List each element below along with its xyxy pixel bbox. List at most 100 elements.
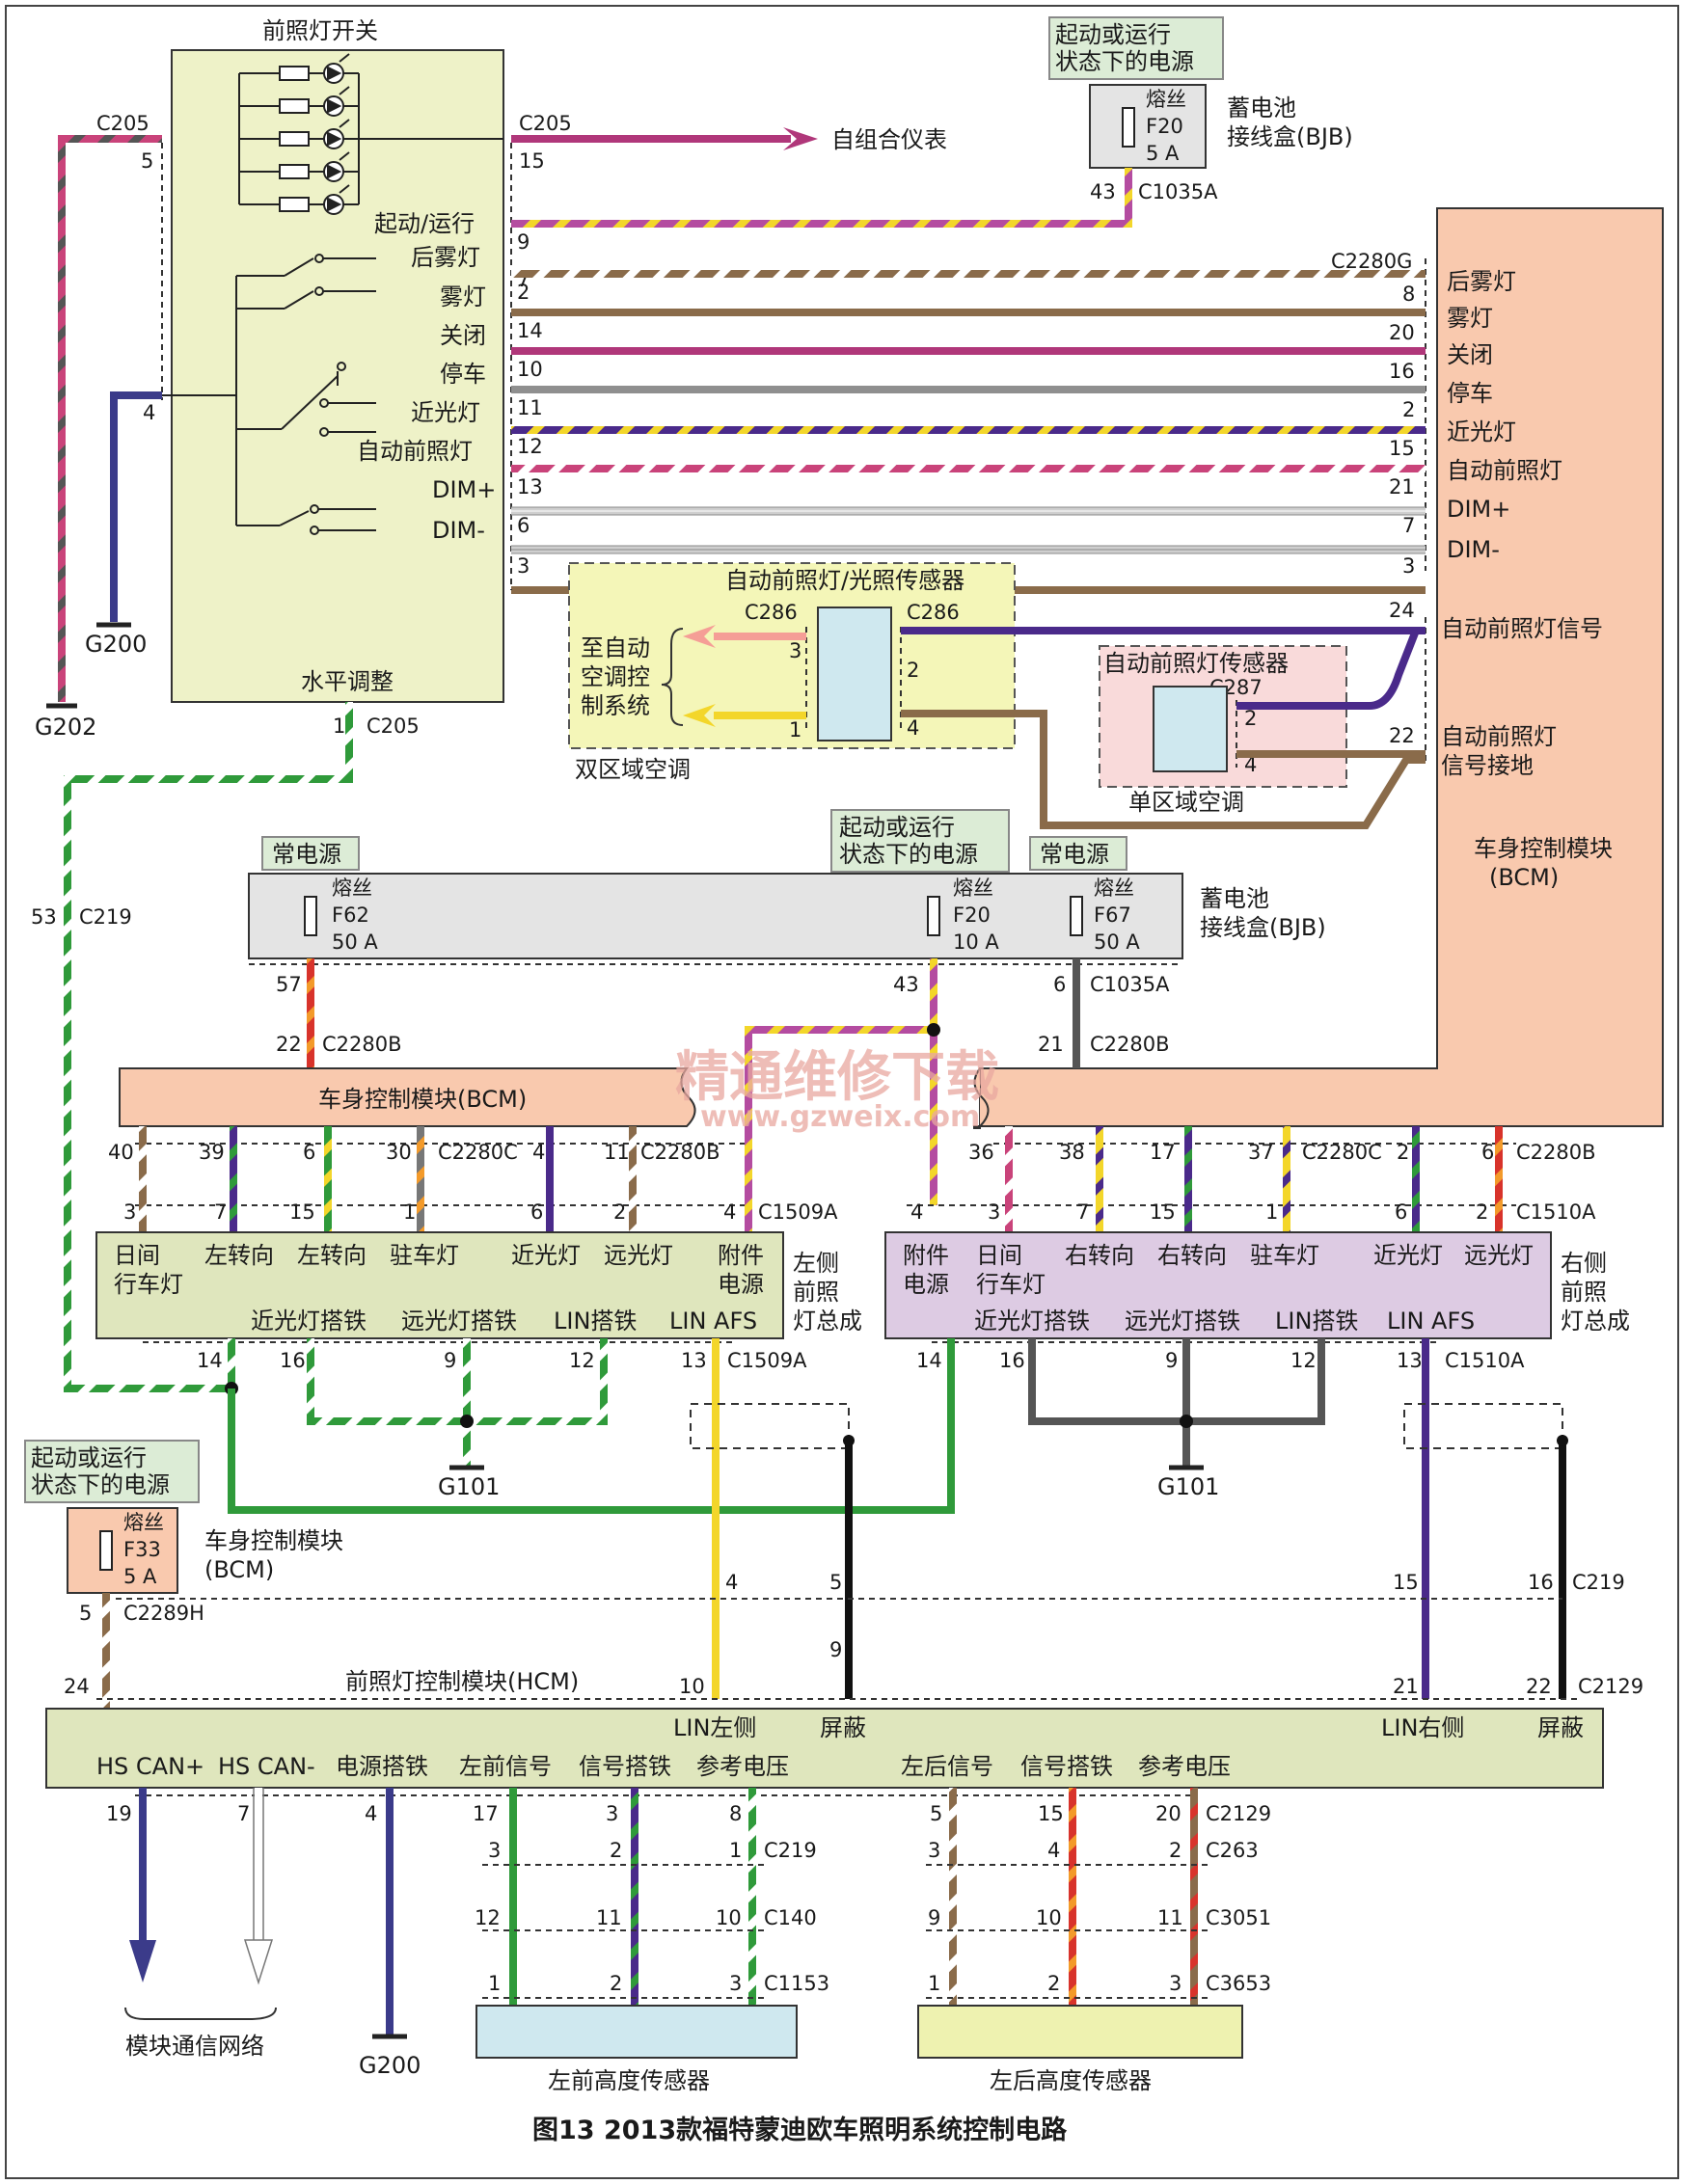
wire-single-signal xyxy=(1236,629,1420,710)
switch-pos-fog: 雾灯 xyxy=(440,283,486,310)
svg-text:22: 22 xyxy=(276,1033,302,1056)
svg-text:C1153: C1153 xyxy=(764,1972,829,1995)
svg-text:F20: F20 xyxy=(953,903,991,927)
sw-conn-left: C205 xyxy=(96,112,149,135)
bcm-conn-c2280g: C2280G xyxy=(1331,250,1412,273)
svg-text:C2280B: C2280B xyxy=(640,1141,720,1164)
svg-text:4: 4 xyxy=(1244,753,1257,776)
svg-text:8: 8 xyxy=(729,1802,742,1825)
svg-text:自动前照灯传感器: 自动前照灯传感器 xyxy=(1103,650,1289,677)
svg-text:驻车灯: 驻车灯 xyxy=(1250,1242,1319,1269)
svg-text:行车灯: 行车灯 xyxy=(114,1271,183,1298)
svg-text:2: 2 xyxy=(1169,1839,1182,1862)
top-power-tag xyxy=(1048,16,1224,80)
svg-text:至自动: 至自动 xyxy=(581,634,650,661)
svg-text:2: 2 xyxy=(517,281,530,304)
svg-text:参考电压: 参考电压 xyxy=(696,1753,789,1780)
svg-text:单区域空调: 单区域空调 xyxy=(1128,789,1244,816)
svg-text:10 A: 10 A xyxy=(953,930,999,954)
svg-text:39: 39 xyxy=(199,1141,225,1164)
switch-pos-park: 停车 xyxy=(440,361,486,388)
bcm-right-pins: 8 20 16 2 15 21 7 3 24 22 xyxy=(1389,283,1415,747)
svg-text:9: 9 xyxy=(517,230,530,254)
svg-text:左后高度传感器: 左后高度传感器 xyxy=(990,2067,1152,2094)
ground-g202: G202 xyxy=(35,714,96,741)
switch-pos-start-run: 起动/运行 xyxy=(374,210,475,237)
svg-text:3: 3 xyxy=(789,639,801,662)
switch-pos-auto: 自动前照灯 xyxy=(357,438,473,465)
svg-text:36: 36 xyxy=(968,1141,994,1164)
svg-text:13: 13 xyxy=(517,475,543,499)
svg-text:自动前照灯: 自动前照灯 xyxy=(1441,723,1557,750)
svg-text:2: 2 xyxy=(1244,707,1257,730)
switch-leveling-label: 水平调整 xyxy=(301,668,394,695)
hcm-labels: LIN左侧 屏蔽 LIN右侧 屏蔽 HS CAN+ HS CAN- 电源搭铁 左… xyxy=(96,1714,1584,1780)
svg-text:21: 21 xyxy=(1038,1033,1064,1056)
svg-text:F33: F33 xyxy=(123,1538,161,1561)
svg-text:1: 1 xyxy=(1265,1200,1278,1224)
bcm-right-labels: 后雾灯 雾灯 关闭 停车 近光灯 自动前照灯 DIM+ DIM- 自动前照灯信号… xyxy=(1441,268,1613,891)
switch-pos-off: 关闭 xyxy=(440,322,486,349)
wire-switch-4-to-g200 xyxy=(110,391,162,622)
wire-f20-to-switch-9 xyxy=(511,168,1132,228)
svg-text:前照: 前照 xyxy=(793,1279,839,1306)
svg-text:近光灯搭铁: 近光灯搭铁 xyxy=(251,1308,367,1335)
svg-text:C2129: C2129 xyxy=(1578,1675,1643,1698)
svg-text:熔丝: 熔丝 xyxy=(1094,876,1134,900)
lamp-bottom-pins: 14 16 9 12 13 C1509A 14 16 9 12 13 C1510… xyxy=(197,1349,1525,1372)
svg-text:1: 1 xyxy=(928,1972,940,1995)
svg-text:6: 6 xyxy=(1481,1141,1494,1164)
svg-text:车身控制模块: 车身控制模块 xyxy=(204,1527,343,1554)
left-lamp-labels: 日间 行车灯 左转向 左转向 驻车灯 近光灯 远光灯 附件 电源 近光灯搭铁 远… xyxy=(114,1242,862,1335)
svg-text:空调控: 空调控 xyxy=(581,663,650,690)
ground-g101-left: G101 xyxy=(438,1473,500,1500)
svg-text:3: 3 xyxy=(488,1839,501,1862)
svg-text:C2280C: C2280C xyxy=(438,1141,518,1164)
svg-text:8: 8 xyxy=(1402,283,1415,306)
svg-text:F67: F67 xyxy=(1094,903,1131,927)
svg-text:远光灯搭铁: 远光灯搭铁 xyxy=(1125,1308,1240,1335)
svg-text:车身控制模块: 车身控制模块 xyxy=(1474,835,1613,862)
svg-text:左前信号: 左前信号 xyxy=(459,1753,552,1780)
svg-text:16: 16 xyxy=(280,1349,306,1372)
svg-text:37: 37 xyxy=(1248,1141,1274,1164)
left-rear-height-sensor xyxy=(917,2005,1243,2059)
sw-pin-5: 5 xyxy=(141,149,153,173)
svg-text:远光灯: 远光灯 xyxy=(604,1242,673,1269)
svg-text:HS CAN-: HS CAN- xyxy=(218,1753,315,1780)
svg-text:3: 3 xyxy=(988,1200,1000,1224)
switch-pin-numbers: 9 7 2 14 10 11 12 13 6 3 xyxy=(517,230,543,578)
svg-text:4: 4 xyxy=(725,1571,738,1594)
svg-text:C2280B: C2280B xyxy=(322,1033,402,1056)
svg-text:起动或运行: 起动或运行 xyxy=(1055,21,1171,48)
svg-text:左后信号: 左后信号 xyxy=(901,1753,993,1780)
svg-text:14: 14 xyxy=(916,1349,942,1372)
svg-text:屏蔽: 屏蔽 xyxy=(1537,1714,1584,1741)
svg-text:9: 9 xyxy=(829,1638,842,1661)
bcm-right-lamp-wires xyxy=(1005,1126,1503,1232)
svg-text:电源: 电源 xyxy=(718,1271,764,1298)
svg-text:前照: 前照 xyxy=(1561,1279,1607,1306)
svg-text:C2280B: C2280B xyxy=(1516,1141,1596,1164)
svg-text:后雾灯: 后雾灯 xyxy=(1447,268,1516,295)
sw-pin-15: 15 xyxy=(519,149,545,173)
f33-box xyxy=(67,1507,178,1594)
left-lamp-ground-wires xyxy=(307,1338,608,1466)
svg-text:C286: C286 xyxy=(745,601,798,624)
svg-text:信号搭铁: 信号搭铁 xyxy=(579,1753,671,1780)
svg-text:右转向: 右转向 xyxy=(1157,1242,1227,1269)
bcm-left-bottom: 40 39 6 30 C2280C 4 11 C2280B 3 7 15 1 6… xyxy=(108,1141,838,1224)
svg-text:C1509A: C1509A xyxy=(727,1349,807,1372)
svg-text:LIN AFS: LIN AFS xyxy=(1387,1308,1475,1335)
svg-text:DIM-: DIM- xyxy=(1447,536,1500,563)
ground-g101-right: G101 xyxy=(1157,1473,1219,1500)
switch-pos-rear-fog: 后雾灯 xyxy=(411,244,480,271)
svg-text:(BCM): (BCM) xyxy=(1489,864,1559,891)
svg-text:15: 15 xyxy=(1389,437,1415,460)
svg-text:C2289H: C2289H xyxy=(123,1602,204,1625)
bcm-left-lamp-wires xyxy=(139,1030,752,1232)
svg-text:2: 2 xyxy=(1047,1972,1060,1995)
svg-text:6: 6 xyxy=(530,1200,543,1224)
svg-text:熔丝: 熔丝 xyxy=(1146,88,1186,111)
f33-tag xyxy=(24,1440,200,1503)
